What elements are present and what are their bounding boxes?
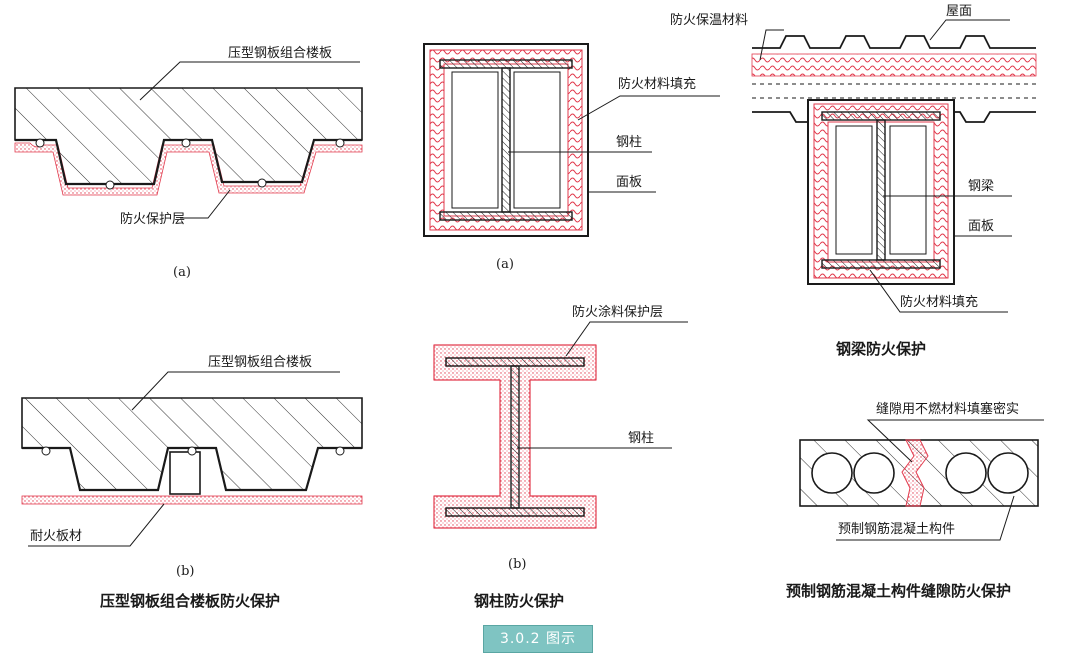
beam-top-flange <box>821 111 941 121</box>
column-b-web <box>510 365 520 509</box>
column-a-label-fill: 防火材料填充 <box>618 76 696 92</box>
deck-a-rib <box>257 178 267 188</box>
deck-a-label-protect: 防火保护层 <box>120 211 185 227</box>
joint-caption: 预制钢筋混凝土构件缝隙防火保护 <box>786 582 1011 600</box>
column-a-bottom-flange <box>439 211 573 221</box>
column-a-label-column: 钢柱 <box>616 135 642 150</box>
column-a-diagram: 防火材料填充 钢柱 面板 (a) <box>423 43 720 272</box>
deck-a-label-deck: 压型钢板组合楼板 <box>228 46 332 61</box>
beam-caption: 钢梁防火保护 <box>836 340 926 358</box>
beam-label-fill: 防火材料填充 <box>900 294 978 310</box>
column-b-leader-coating <box>565 321 688 357</box>
deck-b-hanger <box>169 451 201 495</box>
column-a-sub: (a) <box>496 257 514 272</box>
deck-b-sub: (b) <box>176 564 194 579</box>
deck-b-rib <box>335 446 345 456</box>
beam-label-panel: 面板 <box>968 219 994 234</box>
deck-a-leader-deck <box>139 61 360 101</box>
deck-b-diagram: 压型钢板组合楼板 耐火板材 (b) <box>21 355 363 579</box>
deck-b-rib <box>41 446 51 456</box>
column-b-label-coating: 防火涂料保护层 <box>572 304 663 320</box>
beam-diagram: 防火保温材料 屋面 钢梁 面板 防火材料填充 <box>670 4 1037 313</box>
deck-a-rib <box>181 138 191 148</box>
beam-leader-roof <box>929 19 1010 41</box>
column-b-top-flange <box>445 357 585 367</box>
beam-bottom-flange <box>821 259 941 269</box>
column-b-sub: (b) <box>508 557 526 572</box>
deck-a-leader-protect <box>180 189 231 219</box>
deck-b-label-board: 耐火板材 <box>30 529 82 544</box>
beam-roof-insulation <box>751 53 1037 77</box>
joint-hole <box>987 452 1029 494</box>
beam-leader-fill <box>869 269 1008 313</box>
column-caption: 钢柱防火保护 <box>474 592 564 610</box>
column-b-label-column: 钢柱 <box>628 431 654 446</box>
beam-label-roof: 屋面 <box>946 4 972 19</box>
column-b-bottom-flange <box>445 507 585 517</box>
deck-b-label-deck: 压型钢板组合楼板 <box>208 355 312 370</box>
column-a-void-left <box>451 71 499 209</box>
deck-b-fire-board <box>21 495 363 505</box>
beam-leader-insul <box>759 29 784 61</box>
deck-b-leader-deck <box>131 371 340 411</box>
joint-hole <box>853 452 895 494</box>
joint-leader-member <box>836 495 1015 541</box>
deck-a-rib <box>335 138 345 148</box>
column-b-diagram: 防火涂料保护层 钢柱 (b) <box>433 304 688 572</box>
figure-badge: 3.0.2 图示 <box>483 625 593 653</box>
deck-caption: 压型钢板组合楼板防火保护 <box>100 592 280 610</box>
joint-leader-fill <box>866 419 1044 463</box>
column-a-label-panel: 面板 <box>616 175 642 190</box>
joint-hole <box>945 452 987 494</box>
joint-diagram: 缝隙用不燃材料填塞密实 预制钢筋混凝土构件 <box>799 401 1044 541</box>
deck-a-sub: (a) <box>173 265 191 280</box>
deck-a-rib <box>105 180 115 190</box>
joint-label-fill: 缝隙用不燃材料填塞密实 <box>876 401 1019 417</box>
beam-void-left <box>835 125 873 255</box>
joint-hole <box>811 452 853 494</box>
beam-void-right <box>889 125 927 255</box>
beam-roof-sheet <box>752 35 1036 49</box>
column-a-top-flange <box>439 59 573 69</box>
beam-label-insul: 防火保温材料 <box>670 12 748 28</box>
deck-b-rib <box>187 446 197 456</box>
column-a-void-right <box>513 71 561 209</box>
column-a-web <box>501 67 511 213</box>
joint-fill <box>901 439 929 507</box>
column-a-leader-fill <box>577 95 720 121</box>
deck-b-leader-board <box>28 503 165 547</box>
joint-label-member: 预制钢筋混凝土构件 <box>838 521 955 537</box>
deck-a-rib <box>35 138 45 148</box>
beam-web <box>876 119 886 261</box>
deck-a-diagram: 压型钢板组合楼板 防火保护层 (a) <box>14 46 363 280</box>
beam-label-beam: 钢梁 <box>968 179 994 194</box>
